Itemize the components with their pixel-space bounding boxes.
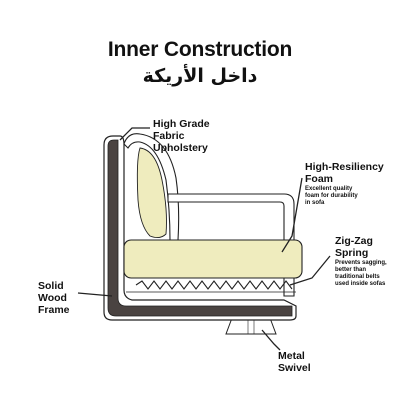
spring-leader-line (289, 255, 331, 286)
foam-description: Excellent quality foam for durability in… (305, 186, 358, 206)
diagram-subtitle: داخل الأريكة (142, 65, 258, 87)
spring-label: Zig-Zag Spring (335, 235, 373, 259)
sofa-outer-shell (103, 135, 297, 321)
frame-label: Solid Wood Frame (38, 280, 70, 316)
foam-leader-line (281, 177, 303, 253)
back-cushion-foam (136, 147, 167, 239)
frame-leader-line (77, 292, 113, 297)
fabric-leader-line (119, 127, 150, 141)
swivel-label: Metal Swivel (278, 350, 311, 374)
fabric-label: High Grade Fabric Upholstery (153, 118, 210, 154)
zigzag-spring (135, 280, 293, 290)
wood-frame-shape (107, 139, 293, 317)
seat-cushion-foam (123, 239, 303, 279)
foam-label: High-Resiliency Foam (305, 161, 384, 185)
metal-swivel-shape (225, 317, 277, 335)
diagram-title: Inner Construction (107, 38, 293, 61)
spring-description: Prevents sagging, better than traditiona… (335, 260, 387, 287)
swivel-leader-line (261, 329, 281, 351)
armrest (167, 193, 295, 297)
